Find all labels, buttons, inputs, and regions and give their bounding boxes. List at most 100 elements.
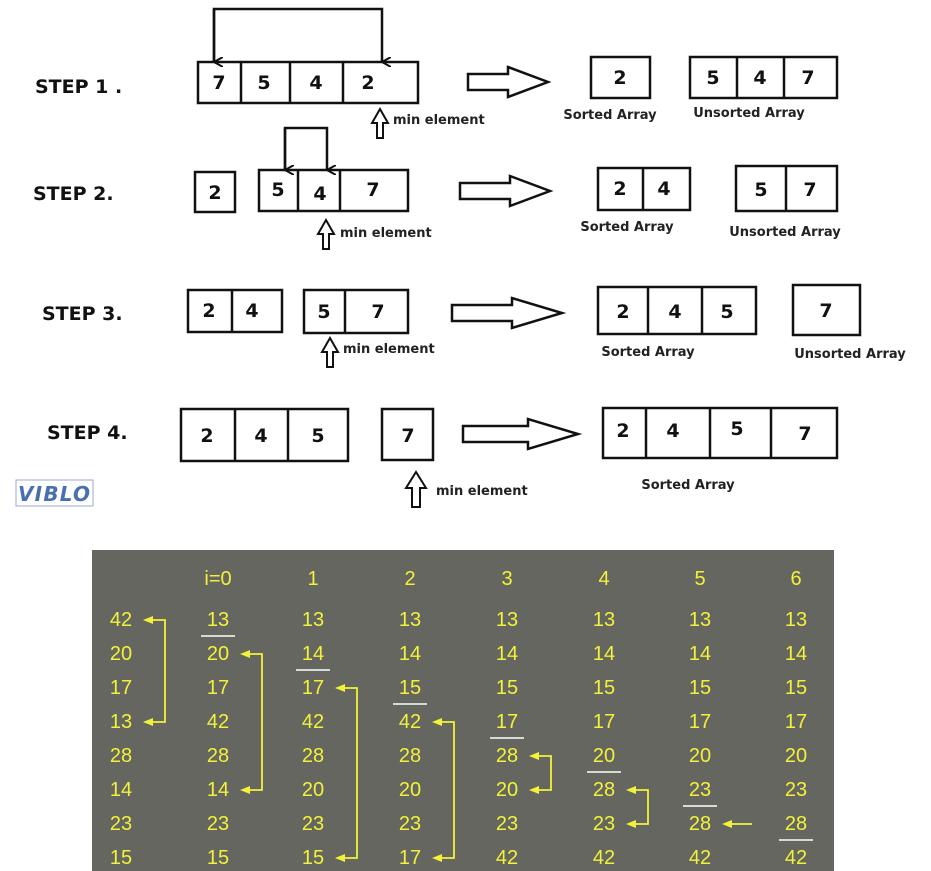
sorted-array-caption: Sorted Array <box>580 220 674 235</box>
table-cell: 28 <box>399 745 421 767</box>
table-cell: 20 <box>110 643 132 665</box>
array-cell: 5 <box>730 418 743 440</box>
unsorted-array-caption: Unsorted Array <box>693 106 805 121</box>
step-3-label: STEP 3. <box>42 303 123 325</box>
table-cell: 28 <box>593 779 615 801</box>
table-cell: 28 <box>207 745 229 767</box>
table-cell: 28 <box>785 813 807 835</box>
step-2-prefix-array: 2 <box>193 170 237 214</box>
array-cell: 7 <box>212 72 225 94</box>
table-cell: 15 <box>593 677 615 699</box>
table-cell: 20 <box>785 745 807 767</box>
svg-text:VIBLO: VIBLO <box>18 482 90 506</box>
table-cell: 17 <box>207 677 229 699</box>
table-cell: 15 <box>110 847 132 869</box>
table-cell: 28 <box>302 745 324 767</box>
viblo-logo: VIBLO <box>15 479 94 507</box>
table-cell: 28 <box>496 745 518 767</box>
arrowhead <box>143 616 153 624</box>
arrowhead <box>240 650 250 658</box>
table-cell: 14 <box>110 779 132 801</box>
table-cell: 14 <box>399 643 421 665</box>
array-cell: 4 <box>313 183 326 205</box>
table-header: 6 <box>790 568 801 590</box>
array-cell: 5 <box>720 301 733 323</box>
table-cell: 20 <box>496 779 518 801</box>
table-header: i=0 <box>204 568 231 590</box>
table-cell: 15 <box>496 677 518 699</box>
table-cell: 14 <box>302 643 324 665</box>
step-1-unsorted-array: 5 4 7 <box>688 55 839 100</box>
array-cell: 2 <box>202 300 215 322</box>
step-4-prefix-array: 2 4 5 <box>179 407 350 463</box>
array-cell: 4 <box>254 425 267 447</box>
array-cell: 2 <box>613 67 626 89</box>
unsorted-array-caption: Unsorted Array <box>729 225 841 240</box>
table-panel <box>92 550 834 871</box>
table-cell: 42 <box>399 711 421 733</box>
array-cell: 5 <box>754 179 767 201</box>
step-2-main-array: 5 4 7 <box>257 168 410 213</box>
arrowhead <box>335 854 345 862</box>
table-cell: 17 <box>593 711 615 733</box>
arrowhead <box>626 820 636 828</box>
table-cell: 17 <box>399 847 421 869</box>
arrowhead <box>529 752 539 760</box>
result-arrow <box>461 417 583 451</box>
table-cell: 23 <box>207 813 229 835</box>
min-element-label: min element <box>343 342 435 357</box>
result-arrow <box>458 174 554 208</box>
table-cell: 42 <box>496 847 518 869</box>
table-cell: 13 <box>785 609 807 631</box>
step-1-main-array: 7 5 4 2 <box>196 60 420 105</box>
array-cell: 2 <box>616 301 629 323</box>
arrowhead <box>626 786 636 794</box>
arrowhead <box>335 684 345 692</box>
swap-arrow <box>212 7 382 62</box>
table-cell: 20 <box>689 745 711 767</box>
table-cell: 28 <box>110 745 132 767</box>
array-cell: 7 <box>798 423 811 445</box>
array-cell: 5 <box>317 301 330 323</box>
arrowhead <box>432 718 442 726</box>
table-cell: 13 <box>593 609 615 631</box>
array-cell: 4 <box>245 300 258 322</box>
selection-sort-steps-diagram: STEP 1 . 7 5 4 2 min element 2 Sorted Ar… <box>15 7 906 508</box>
swap-arrow <box>283 126 327 170</box>
step-4-label: STEP 4. <box>47 422 128 444</box>
arrowhead <box>240 786 250 794</box>
table-cell: 15 <box>302 847 324 869</box>
table-cell: 20 <box>207 643 229 665</box>
table-header: 1 <box>307 568 318 590</box>
arrowhead <box>529 786 539 794</box>
table-header: 4 <box>598 568 609 590</box>
step-4-main-array: 7 <box>380 407 435 462</box>
table-cell: 23 <box>785 779 807 801</box>
swap-connector <box>343 687 358 859</box>
swap-connector <box>248 653 263 791</box>
table-cell: 23 <box>689 779 711 801</box>
table-cell: 17 <box>496 711 518 733</box>
swap-connector <box>634 789 649 825</box>
min-element-label: min element <box>393 113 485 128</box>
array-cell: 7 <box>371 301 384 323</box>
min-pointer-arrow <box>316 217 336 250</box>
step-1-label: STEP 1 . <box>35 76 122 98</box>
step-3-unsorted-array: 7 <box>791 283 862 337</box>
result-arrow <box>450 296 567 330</box>
array-cell: 4 <box>666 420 679 442</box>
table-cell: 23 <box>110 813 132 835</box>
array-cell: 4 <box>668 301 681 323</box>
min-pointer-arrow <box>370 106 390 139</box>
array-cell: 7 <box>801 67 814 89</box>
table-cell: 23 <box>302 813 324 835</box>
table-cell: 17 <box>785 711 807 733</box>
array-cell: 7 <box>803 179 816 201</box>
table-cell: 14 <box>496 643 518 665</box>
arrowhead <box>432 854 442 862</box>
step-1-sorted-array: 2 <box>589 55 652 100</box>
table-cell: 17 <box>110 677 132 699</box>
table-cell: 23 <box>593 813 615 835</box>
